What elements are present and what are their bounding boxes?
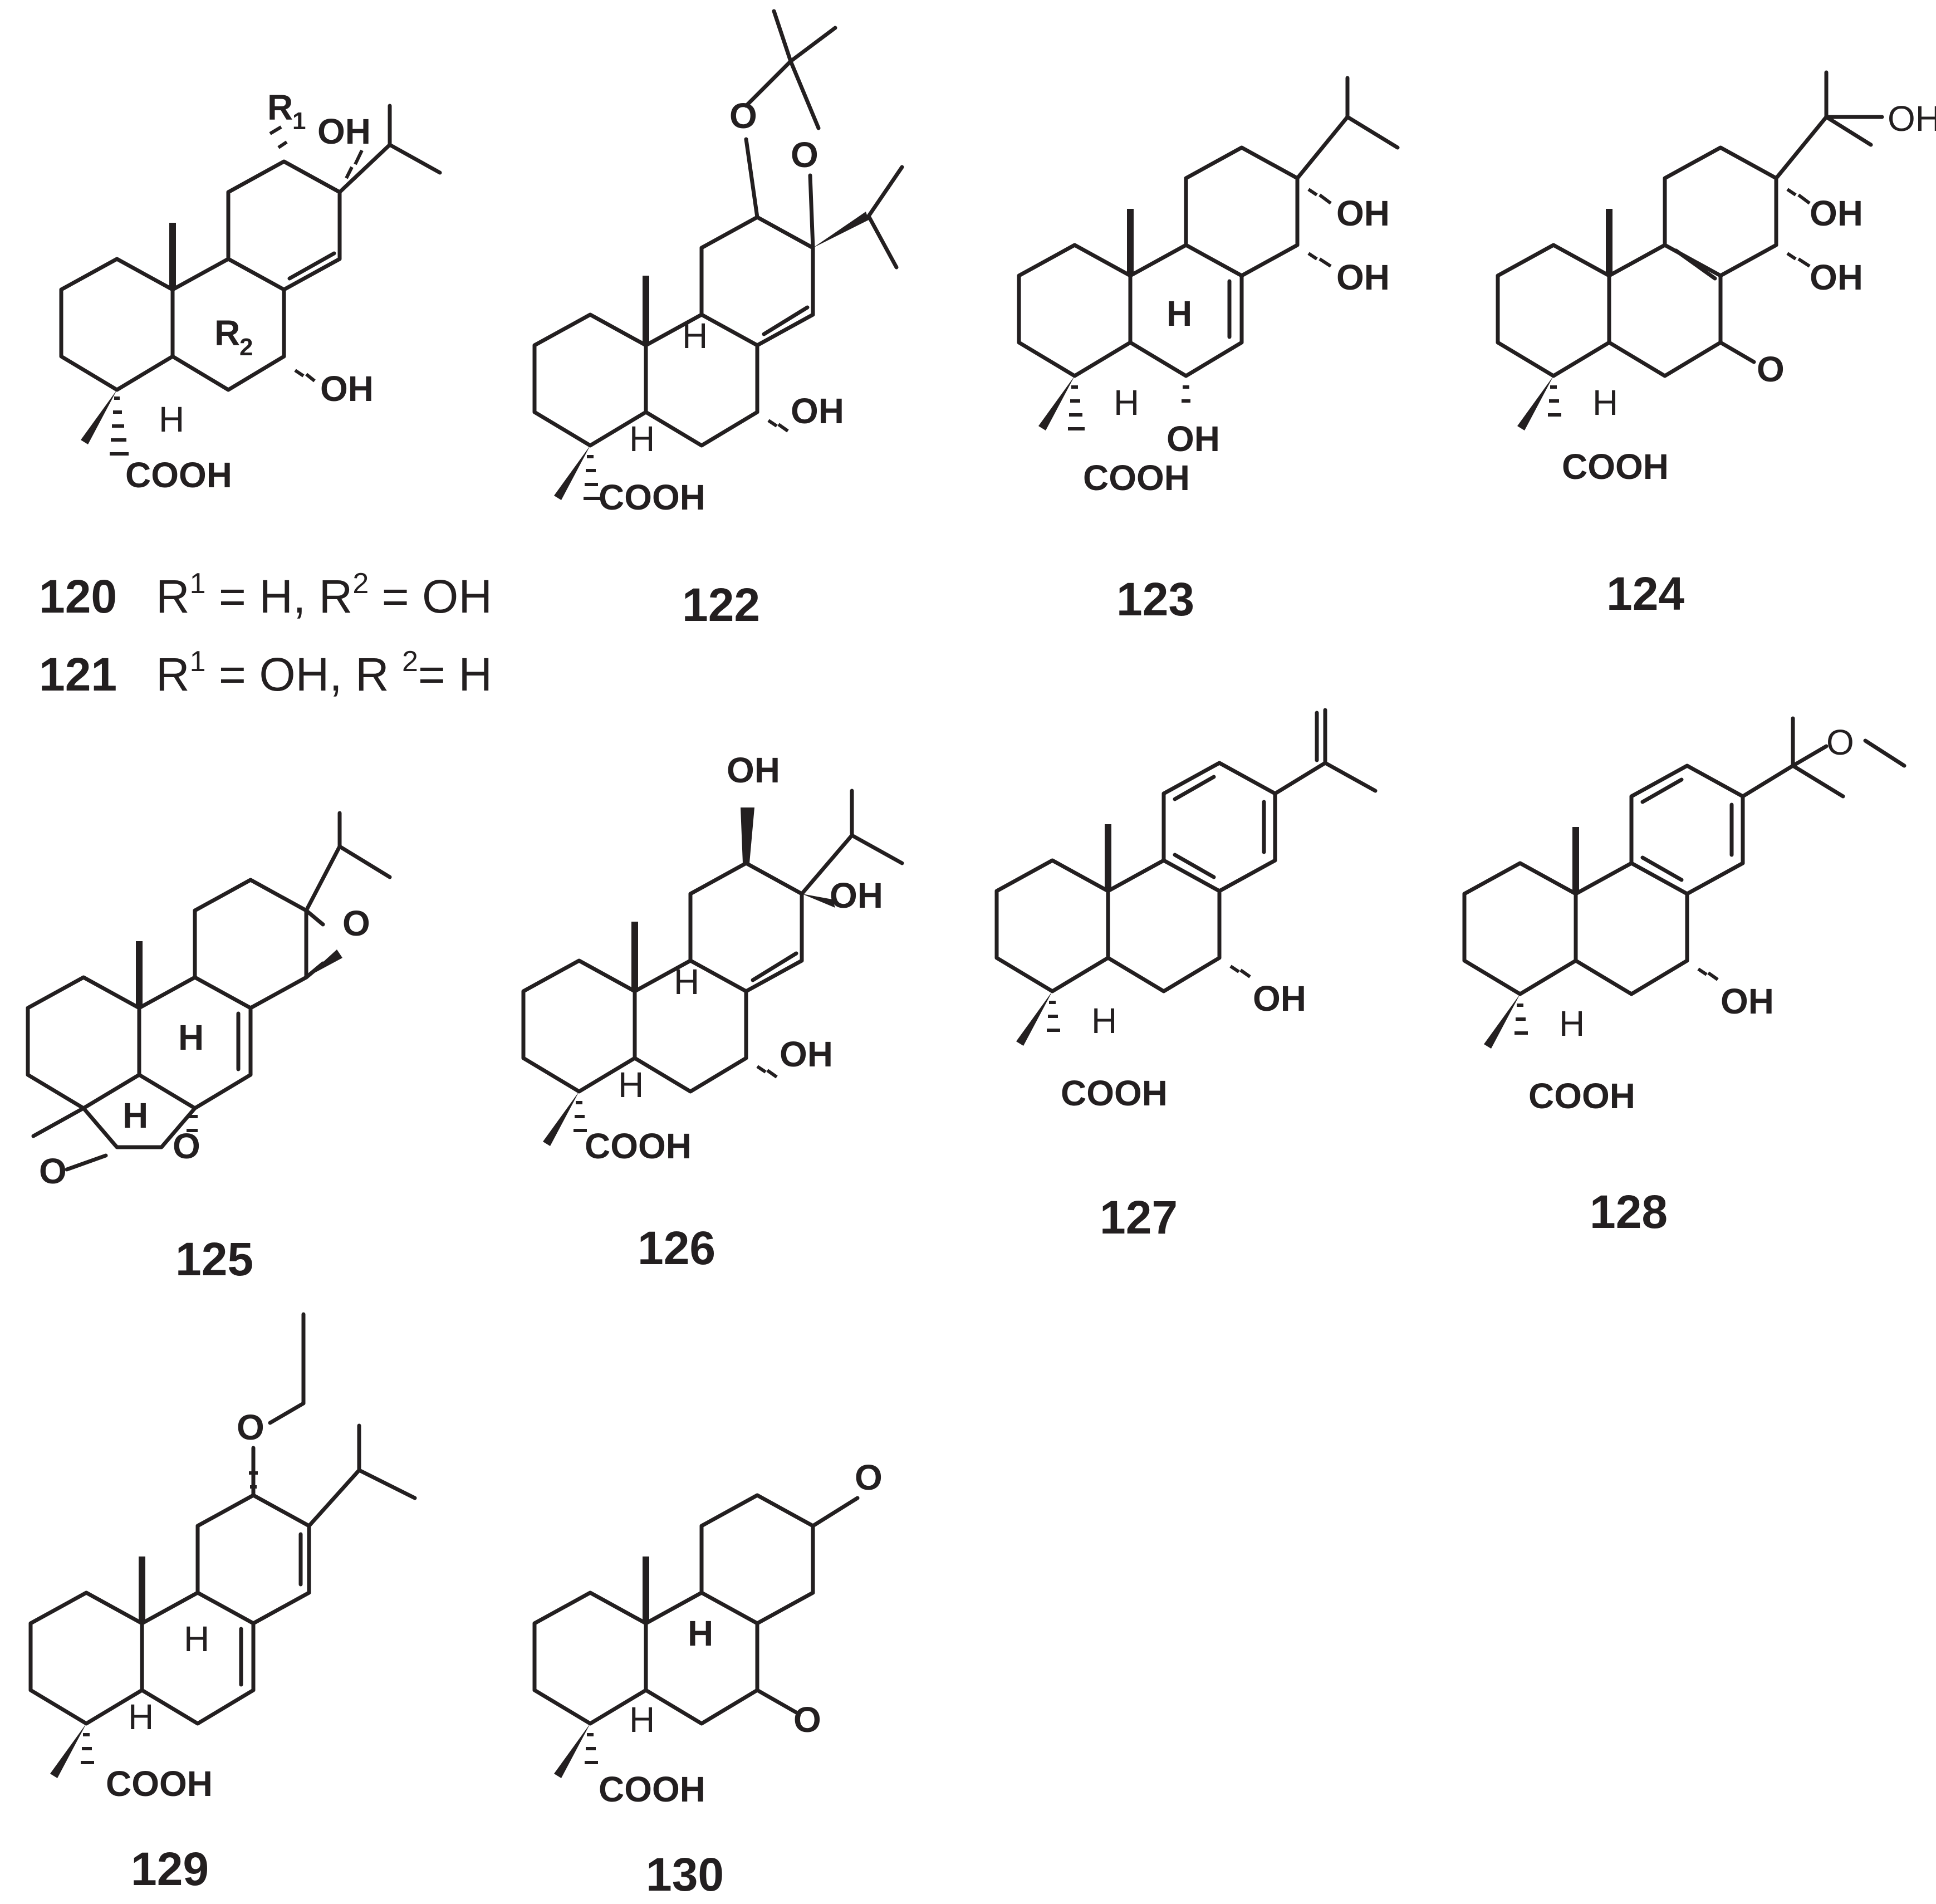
o-label: O xyxy=(729,96,757,136)
h-label: H xyxy=(178,1017,204,1058)
compound-label-125: 125 xyxy=(175,1233,253,1285)
structure-128: O OH H COOH xyxy=(1462,716,1906,1116)
structure-125: O O O H H xyxy=(26,811,392,1191)
oh-label: OH xyxy=(1721,981,1774,1021)
h-label: H xyxy=(1559,1004,1585,1044)
h-label: H xyxy=(688,1613,713,1653)
cooh-label: COOH xyxy=(585,1126,692,1166)
cooh-label: COOH xyxy=(106,1764,213,1804)
oh-label: OH xyxy=(1810,257,1863,297)
structure-120-121: OH OH R 1 R 2 H COOH xyxy=(59,87,442,495)
o-label: O xyxy=(342,903,370,943)
r2-subscript: 2 xyxy=(239,334,253,361)
o-label: O xyxy=(1757,349,1785,389)
h-label: H xyxy=(629,419,655,459)
cooh-label: COOH xyxy=(599,477,705,517)
oh-label: OH xyxy=(791,391,844,431)
o-label: O xyxy=(791,135,818,175)
compound-label-126: 126 xyxy=(638,1222,715,1274)
h-label: H xyxy=(1114,383,1139,423)
h-label: H xyxy=(674,962,699,1002)
o-label: O xyxy=(855,1457,883,1497)
r1-label: R xyxy=(267,87,293,128)
oh-label: OH xyxy=(320,369,374,409)
compound-label-122: 122 xyxy=(682,579,760,631)
h-label: H xyxy=(618,1065,644,1105)
cooh-label: COOH xyxy=(1562,447,1669,487)
compound-label-129: 129 xyxy=(131,1843,209,1895)
structure-130: O O H H COOH xyxy=(532,1457,883,1809)
compound-label-121: 121 xyxy=(39,648,117,701)
cooh-label: COOH xyxy=(1083,458,1190,498)
compound-label-128: 128 xyxy=(1590,1186,1668,1238)
oh-label: OH xyxy=(1166,419,1220,459)
compound-label-123: 123 xyxy=(1116,573,1194,625)
substituent-text-121: R1 = OH, R 2= H xyxy=(156,645,492,701)
oh-label: OH xyxy=(317,111,371,151)
o-label: O xyxy=(173,1126,200,1166)
structure-126: OH OH OH H H COOH xyxy=(521,750,904,1166)
cooh-label: COOH xyxy=(1528,1076,1635,1116)
structure-129: O H H COOH xyxy=(28,1312,417,1804)
o-label: O xyxy=(237,1407,264,1447)
cooh-label: COOH xyxy=(125,455,232,495)
compound-label-124: 124 xyxy=(1606,567,1684,620)
h-label: H xyxy=(128,1697,154,1737)
compound-label-120: 120 xyxy=(39,570,117,623)
h-label: H xyxy=(1091,1001,1117,1041)
h-label: H xyxy=(629,1700,655,1740)
compound-label-127: 127 xyxy=(1100,1191,1178,1244)
structure-127: OH H COOH xyxy=(994,708,1378,1113)
h-label: H xyxy=(159,399,184,439)
r1-subscript: 1 xyxy=(292,107,306,135)
oh-label: OH xyxy=(1253,978,1306,1019)
oh-label: OH xyxy=(780,1034,833,1074)
hash-bond xyxy=(110,397,129,456)
oh-label: OH xyxy=(1336,193,1390,233)
h-label: H xyxy=(122,1095,148,1135)
compound-label-130: 130 xyxy=(646,1848,724,1901)
oh-label: OH xyxy=(1810,193,1863,233)
r2-label: R xyxy=(214,313,240,353)
h-label: H xyxy=(1166,293,1192,334)
h-label: H xyxy=(682,316,708,356)
substituent-text-120: R1 = H, R2 = OH xyxy=(156,567,492,623)
structure-124: OH OH OH O H COOH xyxy=(1496,70,1936,487)
h-label: H xyxy=(184,1619,209,1659)
o-label: O xyxy=(793,1700,821,1740)
cooh-label: COOH xyxy=(1061,1073,1168,1113)
oh-label: OH xyxy=(830,875,883,916)
o-label: O xyxy=(39,1151,67,1191)
h-label: H xyxy=(1592,383,1618,423)
oh-label: OH xyxy=(1888,99,1936,139)
structure-123: OH OH OH H H COOH xyxy=(1017,76,1400,498)
o-label: O xyxy=(1826,722,1854,762)
structure-122: O O OH H H COOH xyxy=(532,9,904,517)
oh-label: OH xyxy=(727,750,780,790)
cooh-label: COOH xyxy=(599,1769,705,1809)
oh-label: OH xyxy=(1336,257,1390,297)
